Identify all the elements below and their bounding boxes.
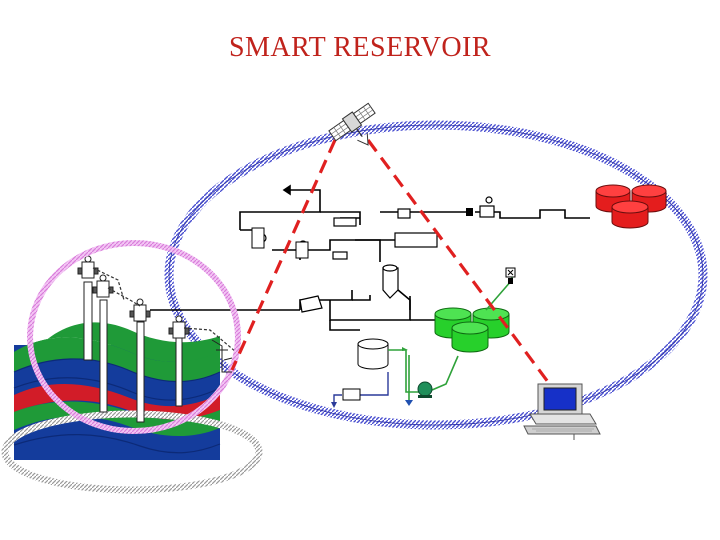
- wellhead-valve-icon: [77, 255, 190, 339]
- storage-tank-icon: [434, 307, 510, 353]
- telemetry-links: [230, 139, 550, 383]
- green-flowlines: [388, 274, 513, 404]
- storage-tank-icon: [595, 184, 667, 229]
- monitoring-ring: [27, 240, 241, 434]
- meter-icon: [505, 267, 516, 284]
- satellite-icon: [328, 102, 376, 146]
- storage-tank-icon: [357, 338, 389, 370]
- well-signal-links: [92, 267, 237, 353]
- computer-workstation-icon: [523, 383, 601, 440]
- page-title: SMART RESERVOIR: [228, 32, 492, 63]
- reservoir-cross-section: [13, 337, 221, 460]
- pump-icon: [417, 381, 433, 398]
- well-strings: [83, 281, 183, 423]
- surface-piping: [239, 184, 590, 331]
- field-network-ellipse: [164, 120, 708, 430]
- separator-equipment: [257, 196, 495, 313]
- reservoir-boundary-ring: [1, 410, 263, 494]
- injection-line: [333, 372, 389, 404]
